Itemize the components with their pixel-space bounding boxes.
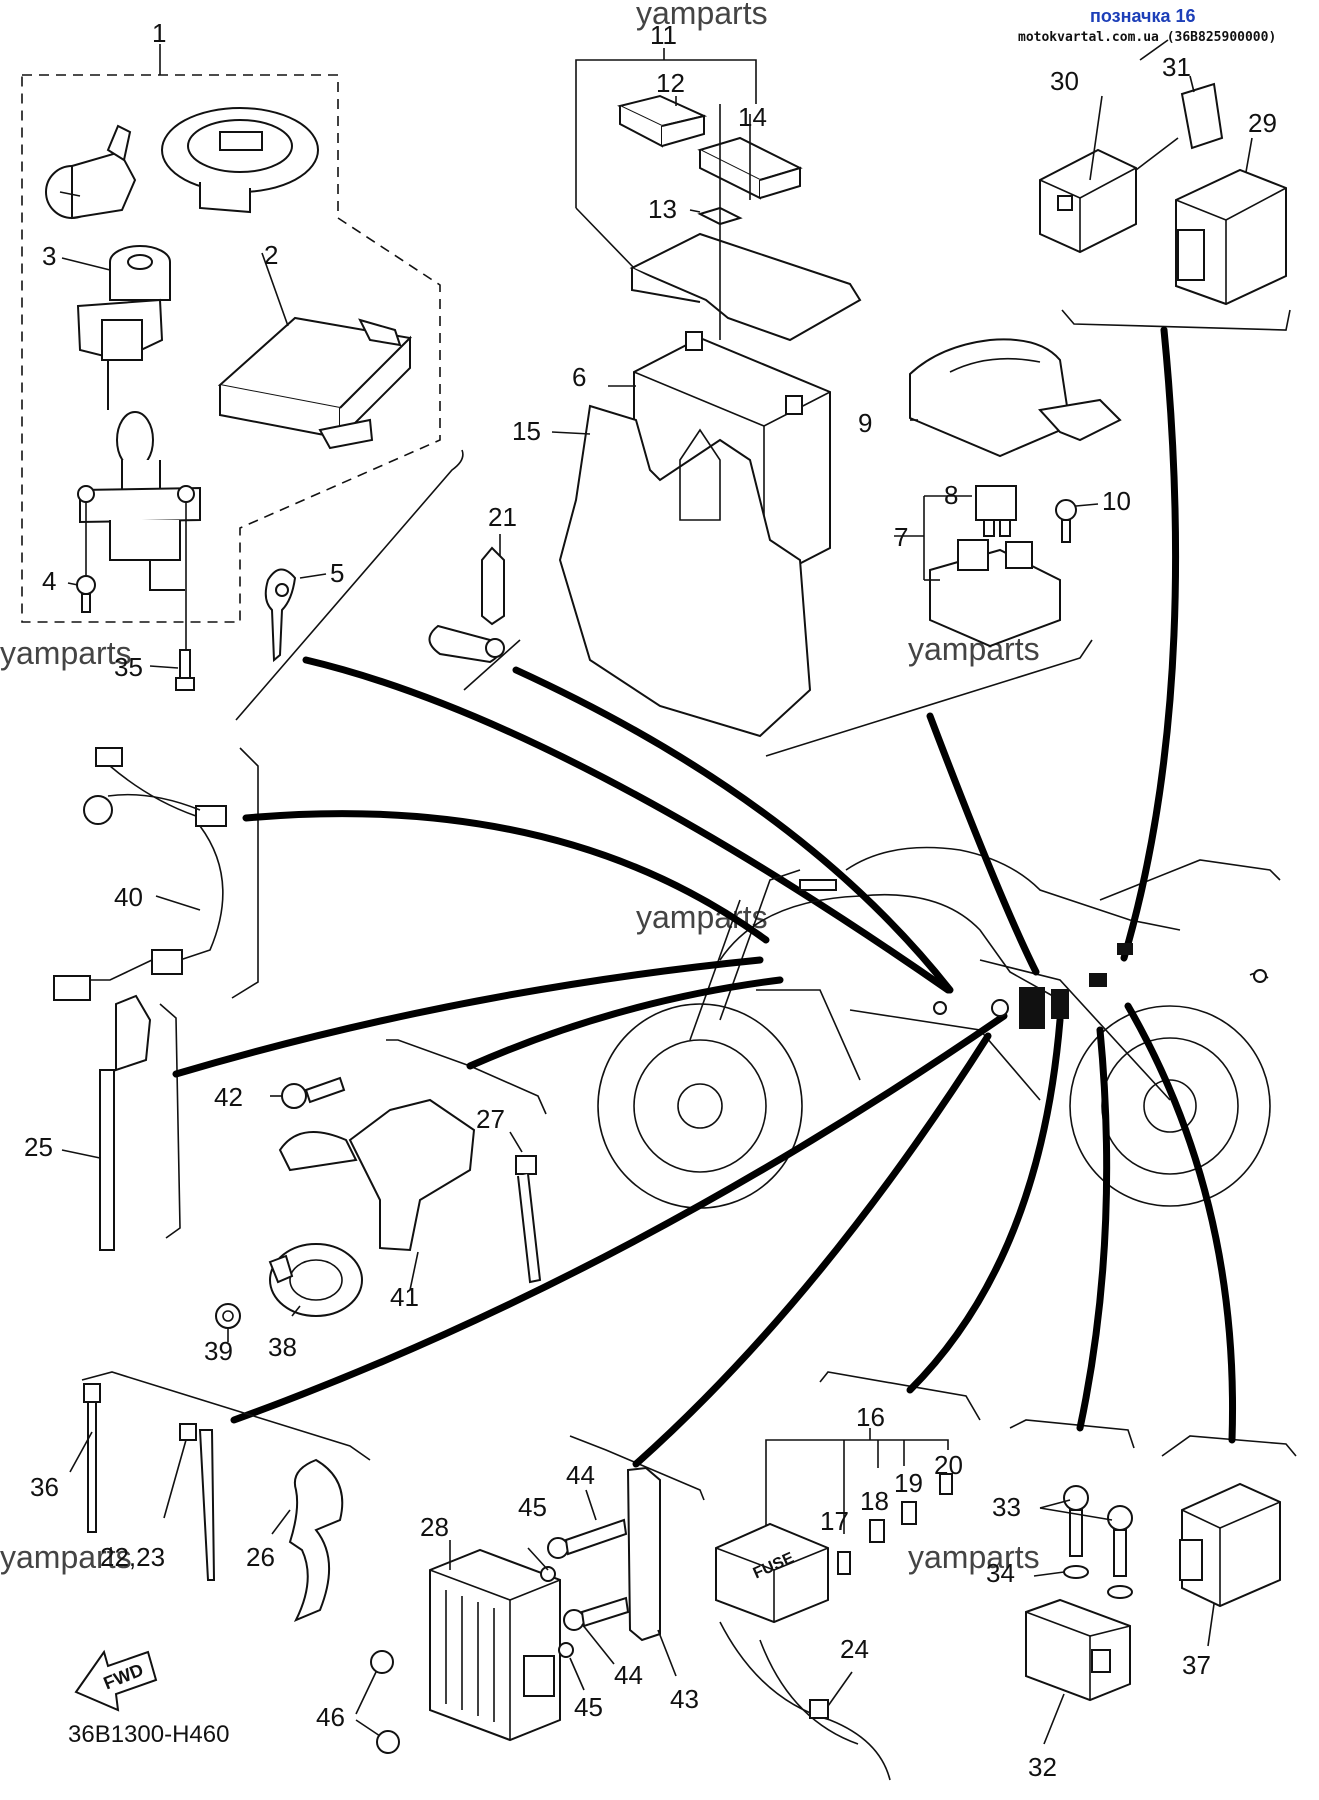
label-part-36: 36	[30, 1472, 59, 1502]
relay-unit-group	[1039, 39, 1287, 306]
label-part-32: 32	[1028, 1752, 1057, 1782]
label-part-46: 46	[316, 1702, 345, 1732]
label-part-25: 25	[24, 1132, 53, 1162]
horn-group	[215, 1076, 542, 1342]
watermark-bottom-left: yamparts	[0, 1539, 132, 1575]
bolt-35-icon	[175, 649, 195, 691]
label-part-31: 31	[1162, 52, 1191, 82]
label-part-27: 27	[476, 1104, 505, 1134]
label-part-29: 29	[1248, 108, 1277, 138]
label-part-6: 6	[572, 362, 586, 392]
label-part-45a: 45	[518, 1492, 547, 1522]
label-part-14: 14	[738, 102, 767, 132]
label-part-2: 2	[264, 240, 278, 270]
cable-tie-25-icon	[99, 994, 152, 1251]
label-part-20: 20	[934, 1450, 963, 1480]
label-part-3: 3	[42, 241, 56, 271]
label-part-17: 17	[820, 1506, 849, 1536]
label-part-45b: 45	[574, 1692, 603, 1722]
label-part-37: 37	[1182, 1650, 1211, 1680]
watermark-top: yamparts	[636, 0, 768, 31]
label-part-33: 33	[992, 1492, 1021, 1522]
ignition-key-icon	[264, 568, 327, 663]
lock-set-group: 1	[21, 18, 441, 691]
wire-harness-40-icon	[53, 747, 227, 1001]
label-part-30: 30	[1050, 66, 1079, 96]
label-part-16: 16	[856, 1402, 885, 1432]
label-part-38: 38	[268, 1332, 297, 1362]
watermark-left: yamparts	[0, 635, 132, 671]
rectifier-group	[355, 1466, 677, 1754]
label-part-12: 12	[656, 68, 685, 98]
watermark-bottom-right: yamparts	[908, 1539, 1040, 1575]
label-part-9: 9	[858, 408, 872, 438]
label-part-7: 7	[894, 522, 908, 552]
label-part-5: 5	[330, 558, 344, 588]
label-part-34: 34	[986, 1558, 1015, 1588]
flasher-relay-icon	[1179, 1482, 1281, 1608]
fuse-box-group: FUSE	[715, 1428, 953, 1781]
label-part-40: 40	[114, 882, 143, 912]
label-part-44a: 44	[566, 1460, 595, 1490]
label-part-15: 15	[512, 416, 541, 446]
label-part-41: 41	[390, 1282, 419, 1312]
label-part-10: 10	[1102, 486, 1131, 516]
ignitor-unit-icon	[217, 316, 413, 450]
forward-arrow-icon: FWD	[74, 1649, 158, 1712]
cable-ties-bottom-left	[69, 1383, 344, 1622]
main-switch-icon	[76, 245, 171, 410]
label-part-4: 4	[42, 566, 56, 596]
label-part-43: 43	[670, 1684, 699, 1714]
bolt-4-icon	[76, 575, 96, 613]
diagram-tag: позначка 16	[1090, 6, 1196, 26]
battery-group	[551, 48, 862, 738]
label-part-13: 13	[648, 194, 677, 224]
label-part-24: 24	[840, 1634, 869, 1664]
label-part-1: 1	[152, 18, 166, 48]
label-part-2223: 22,23	[100, 1542, 165, 1572]
diagram-source: motokvartal.com.ua (36B825900000)	[1018, 30, 1276, 45]
label-part-26: 26	[246, 1542, 275, 1572]
label-part-8: 8	[944, 480, 958, 510]
label-part-44b: 44	[614, 1660, 643, 1690]
motorcycle-icon	[597, 846, 1281, 1209]
label-part-21: 21	[488, 502, 517, 532]
relay-group	[894, 338, 1122, 648]
label-part-18: 18	[860, 1486, 889, 1516]
turn-relay-group	[1025, 1485, 1133, 1745]
seat-lock-icon	[45, 124, 137, 220]
battery-clamp-bolt-icon	[428, 546, 505, 664]
steering-lock-icon	[77, 411, 201, 591]
diagram-code: 36B1300-H460	[68, 1721, 229, 1748]
label-part-28: 28	[420, 1512, 449, 1542]
label-part-19: 19	[894, 1468, 923, 1498]
fuel-cap-icon	[161, 107, 319, 214]
label-part-35: 35	[114, 652, 143, 682]
label-part-11: 11	[650, 20, 677, 50]
label-part-42: 42	[214, 1082, 243, 1112]
label-part-39: 39	[204, 1336, 233, 1366]
